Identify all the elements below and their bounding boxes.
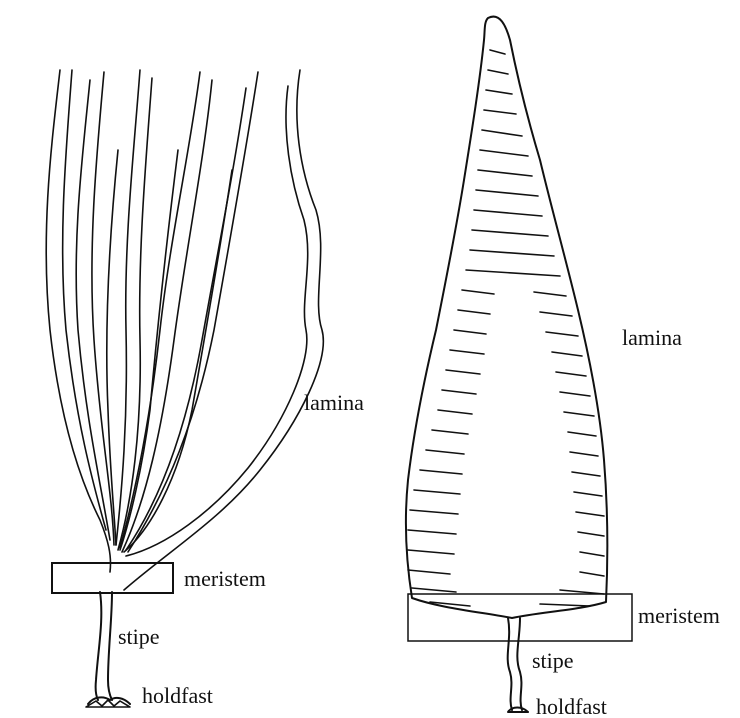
right-lamina [406,17,607,618]
right-holdfast-label: holdfast [536,694,607,718]
left-holdfast [86,697,130,707]
left-kelp: lamina meristem stipe holdfast [46,70,364,708]
left-stipe-label: stipe [118,624,160,649]
right-meristem-label: meristem [638,603,720,628]
left-meristem-label: meristem [184,566,266,591]
left-meristem-box [52,563,173,593]
right-lamina-label: lamina [622,325,682,350]
right-holdfast [508,708,528,713]
left-stipe [96,592,102,700]
left-holdfast-label: holdfast [142,683,213,708]
left-lamina-straps [46,70,323,590]
right-stipe-label: stipe [532,648,574,673]
right-kelp: lamina meristem stipe holdfast [406,17,720,718]
left-lamina-label: lamina [304,390,364,415]
right-stipe [508,618,512,710]
